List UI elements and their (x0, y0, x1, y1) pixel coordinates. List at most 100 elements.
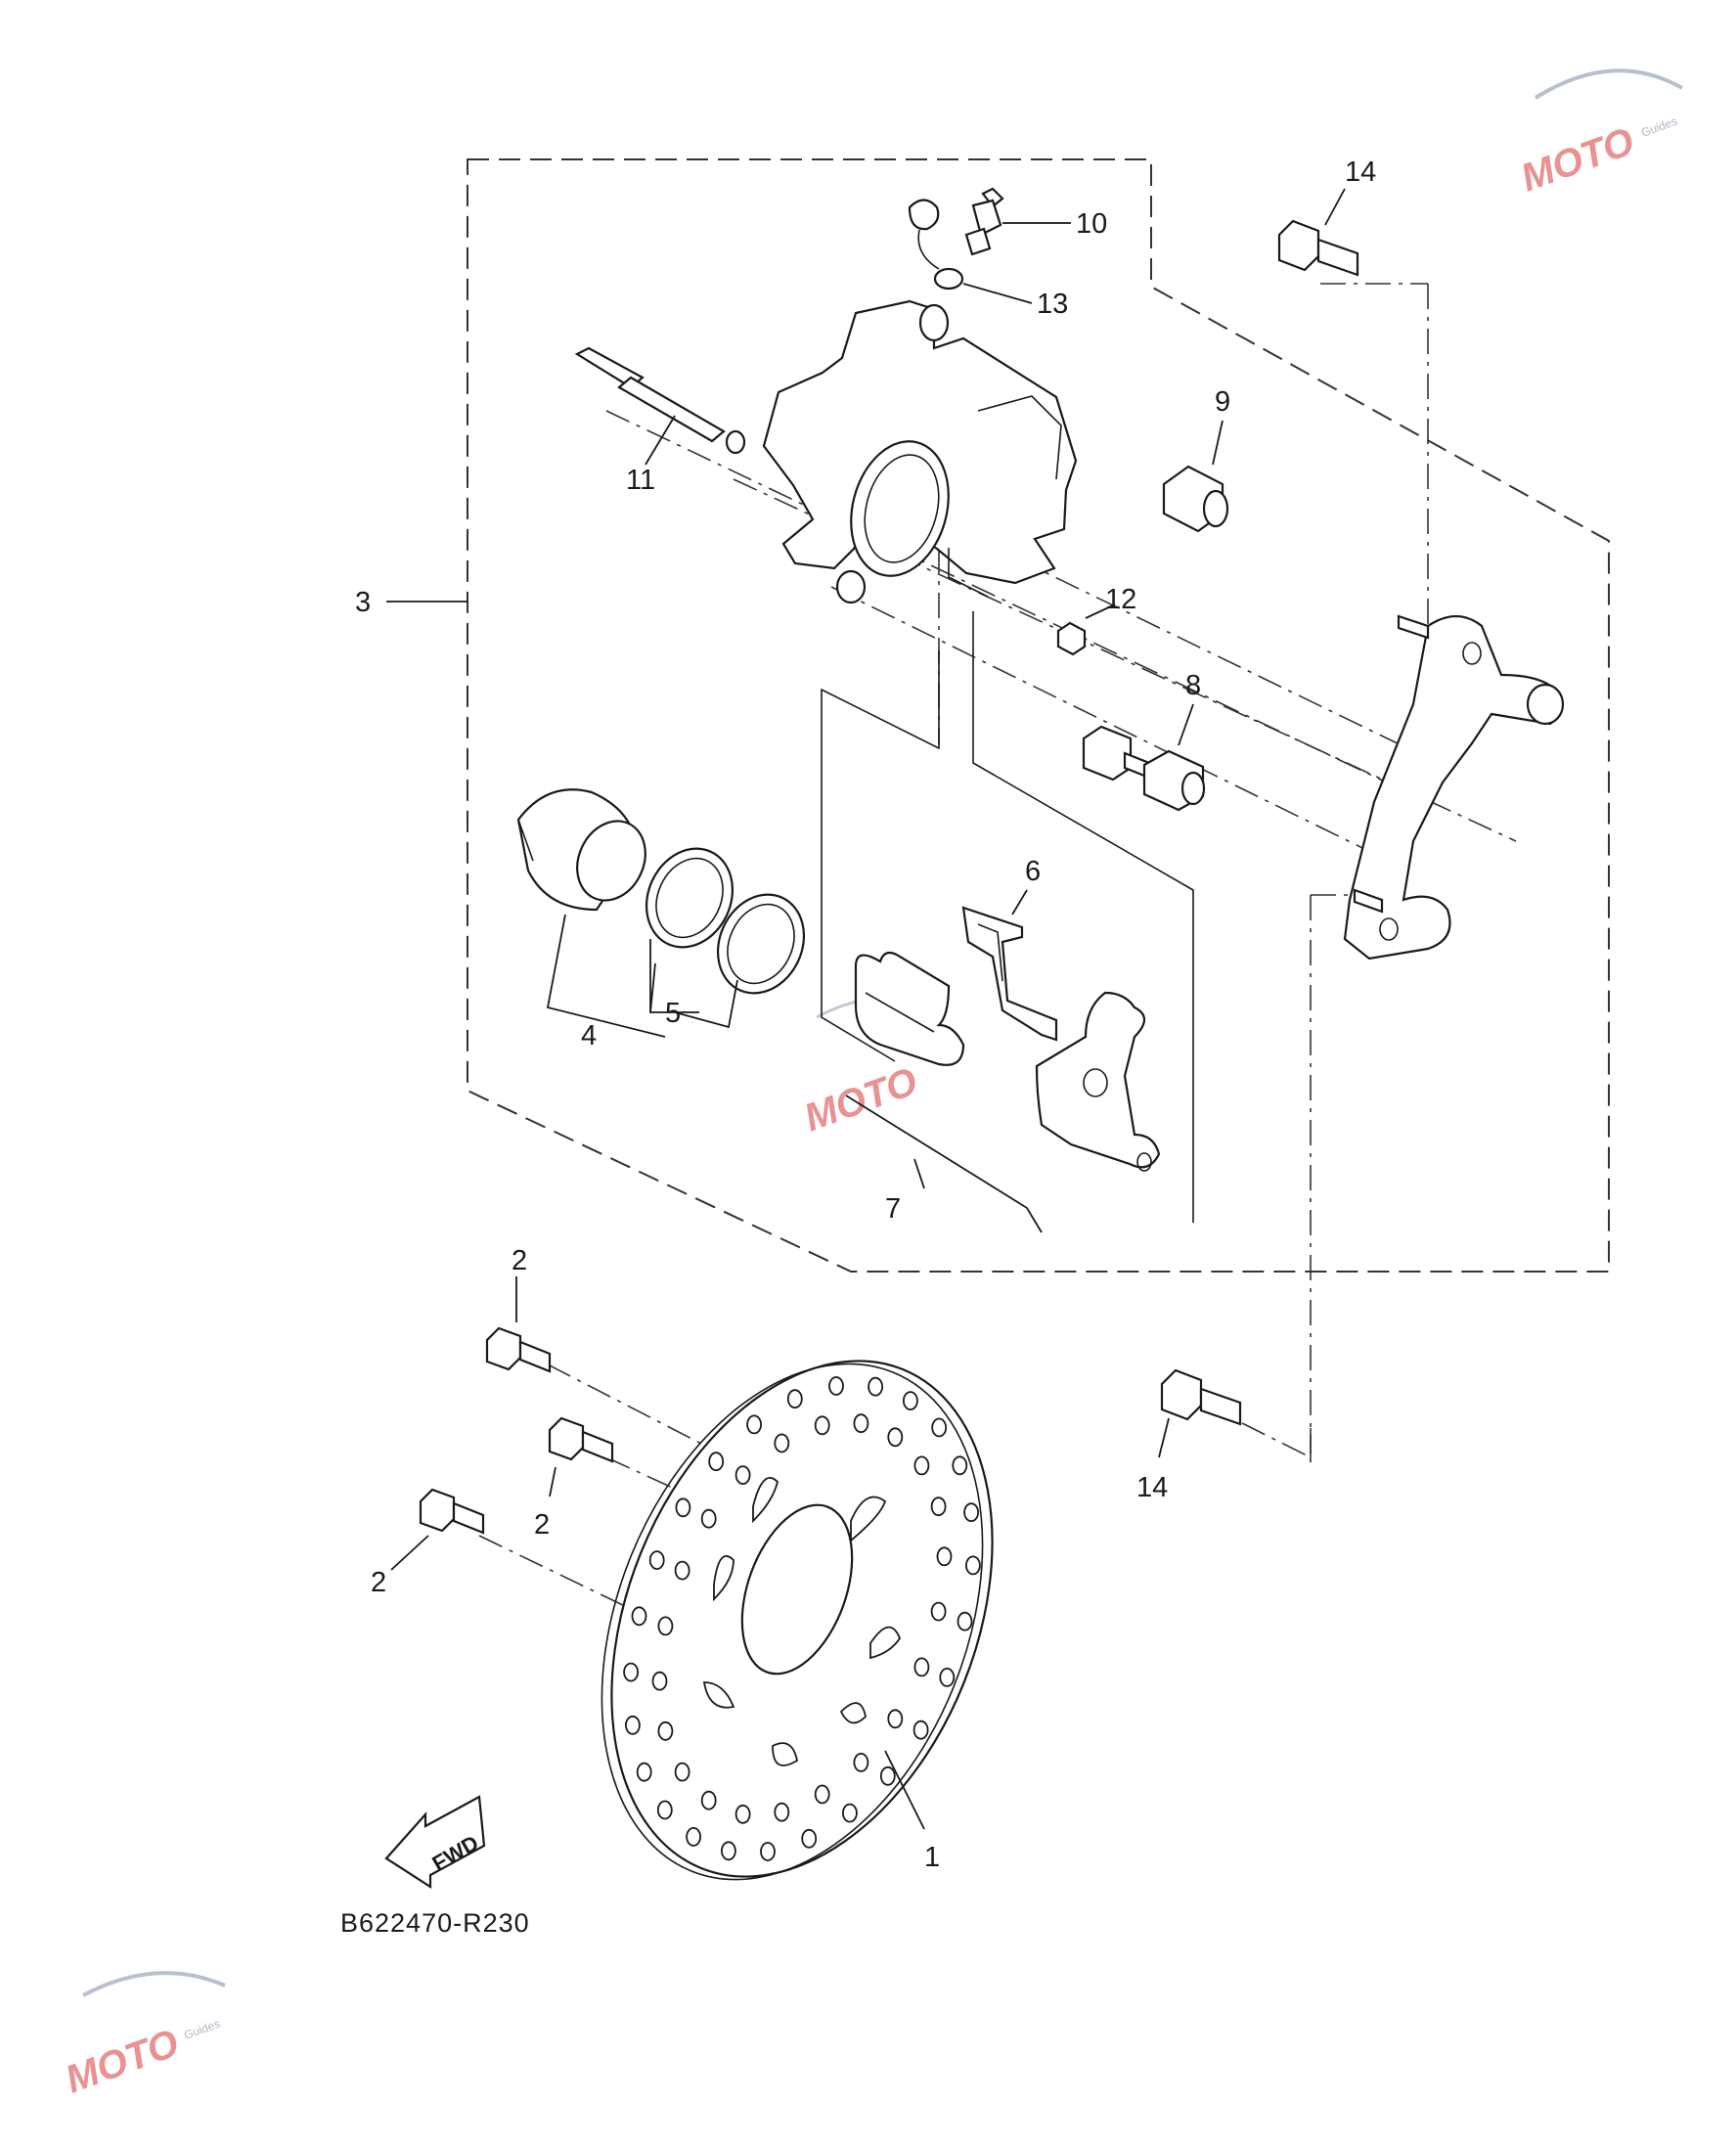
disc-hole (913, 1720, 929, 1740)
disc-hole (657, 1720, 674, 1741)
disc-hole (657, 1616, 674, 1636)
disc-hole (631, 1606, 647, 1627)
disc-hole (700, 1790, 717, 1810)
disc-hole (786, 1389, 803, 1409)
fwd-arrow-icon: FWD (384, 1795, 486, 1890)
brake-pad-inner (854, 951, 965, 1066)
leader-6 (1011, 889, 1028, 916)
label-1: 1 (924, 1842, 940, 1873)
disc-hole (814, 1784, 830, 1805)
label-2a: 2 (512, 1245, 527, 1276)
label-13: 13 (1037, 289, 1068, 320)
label-2b: 2 (534, 1509, 550, 1541)
disc-hole (656, 1800, 673, 1820)
watermark-text: MOTO (60, 2022, 184, 2102)
callout-labels: 1 2 2 2 3 4 5 6 7 8 9 10 11 12 13 14 14 (355, 156, 1376, 1873)
disc-hole (939, 1668, 956, 1687)
disc-hole (774, 1433, 790, 1453)
label-12: 12 (1105, 584, 1136, 615)
disc-hole (674, 1762, 690, 1782)
caliper-body (762, 299, 1078, 604)
label-7: 7 (885, 1193, 901, 1225)
label-6: 6 (1025, 856, 1041, 887)
caliper-bracket (1343, 614, 1565, 961)
label-10: 10 (1076, 208, 1107, 240)
disc-hole (746, 1414, 762, 1435)
pad-spring (961, 906, 1058, 1042)
disc-hole (648, 1550, 665, 1570)
disc-hole (651, 1671, 668, 1691)
leader-14a (1324, 188, 1346, 226)
disc-hole (734, 1465, 751, 1485)
label-2c: 2 (371, 1567, 386, 1598)
leader-9 (1212, 420, 1224, 466)
disc-hole (887, 1427, 904, 1448)
disc-hole (879, 1765, 896, 1786)
watermark-bottom-left: MOTO Guides (60, 1971, 226, 2102)
disc-bolt-1 (485, 1326, 552, 1373)
bracket-bolt-top (1277, 219, 1359, 277)
disc-hole (957, 1611, 973, 1631)
pin-boot-12 (1056, 621, 1087, 656)
disc-hole (734, 1804, 751, 1824)
label-9: 9 (1215, 386, 1230, 418)
leader-2b (549, 1466, 556, 1497)
bleed-cap (908, 199, 964, 290)
leader-14b (1158, 1417, 1170, 1458)
leader-13 (962, 283, 1033, 304)
disc-hole (674, 1560, 690, 1581)
disc-hole (930, 1601, 947, 1622)
leader-7 (845, 1095, 1043, 1233)
disc-hole (930, 1497, 947, 1517)
bushing-8 (1082, 725, 1206, 812)
disc-hole (887, 1709, 904, 1729)
bracket-bolt-bottom (1160, 1368, 1242, 1426)
label-11: 11 (626, 465, 655, 496)
leader-5 (674, 979, 738, 1029)
disc-hole (686, 1827, 701, 1847)
label-8: 8 (1185, 670, 1201, 701)
disc-hole (853, 1753, 869, 1772)
watermark-top-right: MOTO Guides (1515, 68, 1683, 200)
disc-hole (700, 1508, 717, 1529)
leader-4c (649, 962, 656, 1013)
disc-bolt-2 (548, 1416, 614, 1463)
caliper-pin (574, 346, 746, 455)
label-5: 5 (665, 998, 681, 1029)
diagram-code: B622470-R230 (340, 1908, 530, 1938)
disc-hole (801, 1828, 818, 1849)
disc-hole (853, 1413, 869, 1434)
label-14a: 14 (1345, 156, 1376, 188)
piston-seals (645, 847, 806, 995)
label-14b: 14 (1136, 1472, 1168, 1503)
watermark-sub: Guides (1639, 114, 1679, 140)
disc-hole (623, 1662, 639, 1682)
label-4: 4 (581, 1020, 597, 1051)
disc-hole (913, 1455, 930, 1476)
disc-hole (931, 1417, 948, 1438)
leader-7b (913, 1158, 925, 1189)
bleed-screw (964, 187, 1004, 256)
disc-hole (625, 1715, 641, 1735)
pad-frame-lines (821, 611, 1194, 1223)
disc-hole (774, 1802, 790, 1822)
disc-hole (814, 1415, 830, 1436)
leader-2c (390, 1535, 429, 1571)
disc-hole (760, 1842, 776, 1861)
leader-12 (1085, 603, 1116, 619)
watermark-sub: Guides (182, 2017, 222, 2042)
caliper-assembly-boundary (467, 158, 1610, 1273)
disc-hole (965, 1555, 981, 1576)
disc-hole (828, 1376, 844, 1396)
watermark-text: MOTO (799, 1059, 923, 1140)
disc-bolt-3 (419, 1488, 485, 1535)
brake-disc (601, 1360, 994, 1881)
leader-11 (645, 415, 676, 466)
disc-hole (913, 1657, 930, 1677)
leader-4 (546, 914, 666, 1038)
disc-hole (936, 1546, 953, 1567)
disc-hole (842, 1803, 858, 1823)
disc-hole (708, 1452, 725, 1472)
pin-boot-9 (1162, 465, 1229, 533)
